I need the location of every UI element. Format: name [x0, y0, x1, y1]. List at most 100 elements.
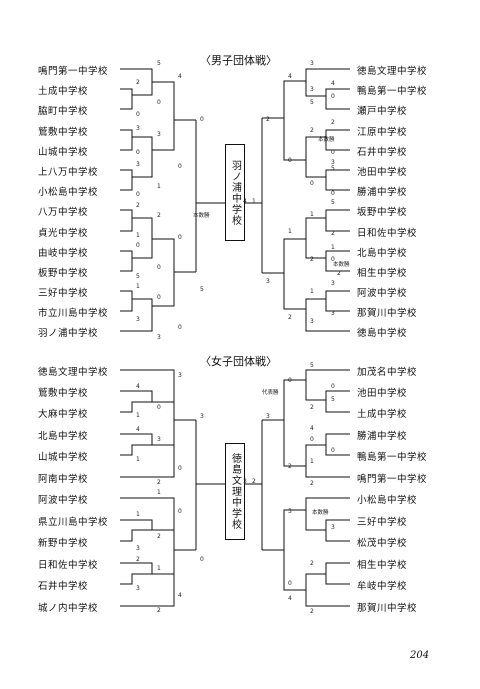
bracket-line	[120, 519, 174, 531]
score: 4	[136, 426, 140, 433]
score: 0	[310, 436, 314, 443]
bracket-line	[305, 81, 350, 97]
score: 3	[310, 60, 314, 67]
bracket-line	[305, 380, 350, 401]
score: 3	[310, 86, 314, 93]
bracket-line	[120, 444, 152, 456]
score: 3	[331, 280, 335, 287]
score: 0	[157, 404, 161, 411]
score: 2	[136, 202, 140, 209]
bracket-line	[120, 150, 153, 178]
bracket-line	[262, 497, 350, 551]
bracket-line	[325, 137, 350, 151]
boys-right-team: 徳島中学校	[357, 328, 408, 339]
score: 0	[331, 447, 335, 454]
boys-left-team: 鷲敷中学校	[38, 127, 89, 138]
score: 0	[331, 149, 335, 156]
score: 3	[157, 334, 161, 341]
girls-left-team: 県立川島中学校	[38, 517, 109, 528]
bracket-line	[305, 160, 350, 178]
boys-right-team: 阿波中学校	[357, 288, 408, 299]
score: 1	[157, 489, 161, 496]
score: 0	[178, 163, 182, 170]
bracket-line	[120, 120, 175, 151]
bracket-line	[325, 96, 350, 110]
score: 2	[252, 478, 256, 485]
bracket-line	[262, 369, 350, 421]
bracket-line	[120, 573, 152, 585]
tiebreak-note: 代表勝	[262, 390, 279, 396]
bracket-line	[120, 390, 174, 403]
score: 4	[178, 592, 182, 599]
score: 5	[310, 362, 314, 369]
bracket-line	[120, 82, 153, 96]
girls-left-team: 山城中学校	[38, 452, 89, 463]
bracket-line	[120, 497, 196, 551]
score: 5	[331, 165, 335, 172]
boys-right-team: 池田中学校	[357, 167, 408, 178]
score: 2	[310, 127, 314, 134]
page-number: 204	[410, 650, 430, 661]
bracket-line	[325, 400, 350, 413]
girls-section-title: 〈女子団体戦〉	[200, 355, 277, 368]
girls-left-team: 北島中学校	[38, 431, 89, 442]
boys-left-team: 由岐中学校	[38, 248, 89, 259]
score: 5	[200, 286, 204, 293]
score: 3	[178, 372, 182, 379]
score: 0	[178, 508, 182, 515]
score: 2	[157, 479, 161, 486]
boys-left-team: 上八万中学校	[38, 167, 99, 178]
girls-right-team: 小松島中学校	[357, 495, 418, 506]
bracket-line	[120, 529, 152, 542]
score: 1	[157, 565, 161, 572]
score: 4	[243, 198, 247, 205]
bracket-line	[120, 272, 175, 307]
score: 5	[310, 99, 314, 106]
girls-left-team: 城ノ内中学校	[38, 603, 99, 614]
bracket-line	[325, 258, 350, 272]
boys-left-team: 八万中学校	[38, 207, 89, 218]
boys-right-team: 日和佐中学校	[357, 228, 418, 239]
tiebreak-note: 本数勝	[333, 262, 350, 268]
girls-right-team: 相生中学校	[357, 560, 408, 571]
score: 1	[136, 511, 140, 518]
bracket-line	[262, 209, 350, 274]
score: 1	[252, 198, 256, 205]
bracket-line	[120, 369, 196, 421]
boys-right-team: 相生中学校	[357, 268, 408, 279]
bracket-line	[120, 68, 196, 121]
bracket-line	[120, 95, 133, 110]
score: 2	[331, 230, 335, 237]
boys-left-team: 小松島中学校	[38, 187, 99, 198]
girls-left-team: 石井中学校	[38, 581, 89, 592]
boys-right-team: 北島中学校	[357, 248, 408, 259]
girls-right-team: 三好中学校	[357, 517, 408, 528]
bracket-line	[120, 299, 133, 312]
score: 2	[288, 314, 292, 321]
girls-right-team: 鴨島第一中学校	[357, 452, 428, 463]
bracket-line	[120, 209, 196, 273]
bracket-line	[305, 590, 350, 607]
score: 1	[136, 283, 140, 290]
score: 0	[136, 242, 140, 249]
girls-left-team: 鷲敷中学校	[38, 388, 89, 399]
boys-right-team: 江原中学校	[357, 127, 408, 138]
score: 4	[288, 595, 292, 602]
score: 1	[288, 228, 292, 235]
score: 3	[136, 585, 140, 592]
score: 3	[331, 310, 335, 317]
bracket-line	[244, 118, 263, 204]
score: 0	[178, 234, 182, 241]
girls-left-team: 阿南中学校	[38, 474, 89, 485]
score: 0	[331, 383, 335, 390]
score: 0	[288, 580, 292, 587]
girls-right-team: 牟岐中学校	[357, 581, 408, 592]
score: 3	[288, 508, 292, 515]
boys-right-team: 鴨島第一中学校	[357, 86, 428, 97]
bracket-line	[283, 118, 350, 161]
boys-right-team: 坂野中学校	[357, 207, 408, 218]
bracket-line	[305, 309, 350, 332]
girls-left-team: 日和佐中学校	[38, 560, 99, 571]
